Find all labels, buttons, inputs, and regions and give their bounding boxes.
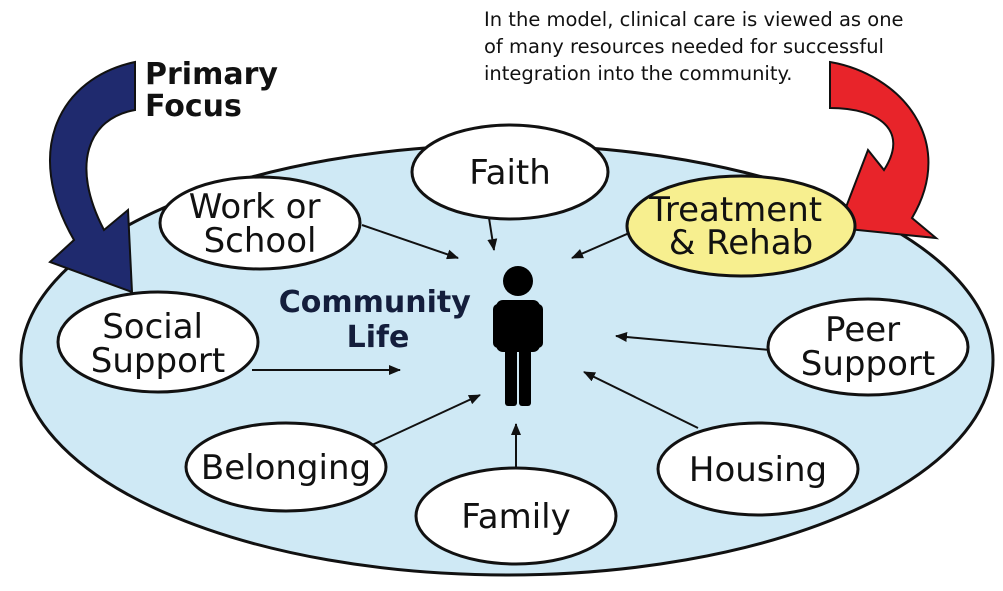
- node-peer-support: Peer Support: [766, 297, 970, 397]
- node-housing: Housing: [656, 421, 860, 517]
- arrow-peer: [615, 332, 771, 351]
- node-peer-support-label: Peer Support: [801, 310, 935, 384]
- node-peer-support-line: Peer: [825, 310, 900, 350]
- node-housing-line: Housing: [689, 450, 827, 490]
- node-treatment-rehab-line: & Rehab: [669, 223, 813, 263]
- model-note-line: integration into the community.: [484, 62, 792, 85]
- node-treatment-rehab-shape: [625, 174, 857, 278]
- node-belonging-line: Belonging: [201, 448, 371, 488]
- person-icon: [493, 266, 543, 406]
- model-note: In the model, clinical care is viewed as…: [484, 8, 910, 85]
- arrow-housing: [583, 371, 699, 429]
- node-work-or-school: Work or School: [158, 175, 362, 271]
- clinical-care-arrow: [829, 60, 940, 240]
- model-note-line: In the model, clinical care is viewed as…: [484, 8, 904, 31]
- arrow-treatment: [571, 229, 637, 259]
- node-housing-label: Housing: [689, 450, 827, 490]
- primary-focus-label: Primary Focus: [145, 57, 288, 124]
- node-faith-label: Faith: [469, 153, 551, 193]
- node-faith-line: Faith: [469, 153, 551, 193]
- node-work-or-school-label: Work or School: [189, 187, 332, 261]
- node-peer-support-shape: [766, 297, 970, 397]
- node-social-support-label: Social Support: [91, 307, 225, 381]
- node-social-support-shape: [56, 290, 260, 394]
- node-treatment-rehab: Treatment & Rehab: [625, 174, 857, 278]
- node-social-support-line: Support: [91, 341, 225, 381]
- primary-focus-line: Primary: [145, 57, 278, 92]
- community-life-label: Community Life: [279, 285, 482, 355]
- node-work-or-school-line: School: [204, 221, 317, 261]
- node-family-label: Family: [461, 497, 570, 537]
- node-treatment-rehab-label: Treatment & Rehab: [648, 190, 833, 263]
- model-note-line: of many resources needed for successful: [484, 35, 884, 58]
- node-family: Family: [414, 466, 618, 566]
- arrow-faith: [487, 217, 498, 251]
- node-social-support-line: Social: [102, 307, 203, 347]
- community-life-line: Life: [347, 320, 410, 355]
- node-peer-support-line: Support: [801, 344, 935, 384]
- node-faith-shape: [410, 123, 610, 221]
- primary-focus-line: Focus: [145, 89, 242, 124]
- node-social-support: Social Support: [56, 290, 260, 394]
- arrow-belonging: [371, 394, 481, 446]
- node-belonging: Belonging: [184, 421, 388, 513]
- primary-focus-arrow: [48, 60, 136, 294]
- node-housing-shape: [656, 421, 860, 517]
- node-work-or-school-shape: [158, 175, 362, 271]
- node-faith: Faith: [410, 123, 610, 221]
- node-belonging-label: Belonging: [201, 448, 371, 488]
- node-family-line: Family: [461, 497, 570, 537]
- node-belonging-shape: [184, 421, 388, 513]
- node-treatment-rehab-line: Treatment: [648, 190, 822, 230]
- node-family-shape: [414, 466, 618, 566]
- arrow-work: [361, 224, 459, 260]
- community-life-line: Community: [279, 285, 471, 320]
- node-work-or-school-line: Work or: [189, 187, 321, 227]
